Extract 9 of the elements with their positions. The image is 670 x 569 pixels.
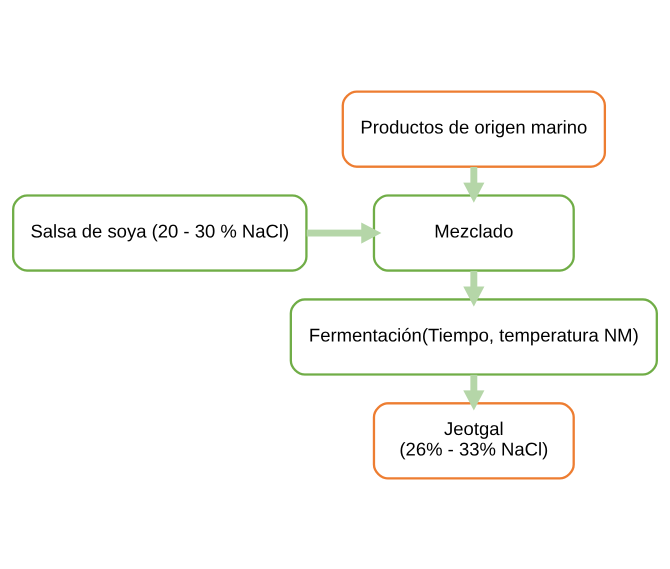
arrow [463, 270, 484, 306]
arrow [463, 374, 484, 410]
arrow [463, 166, 484, 202]
node-box: Salsa de soya (20 - 30 % NaCl) [12, 194, 308, 272]
arrow [306, 222, 382, 244]
node-box: Fermentación(Tiempo, temperatura NM) [290, 298, 658, 376]
node-box: Mezclado [372, 194, 575, 272]
node-box: Productos de origen marino [342, 90, 606, 168]
node-box: Jeotgal (26% - 33% NaCl) [372, 402, 575, 480]
